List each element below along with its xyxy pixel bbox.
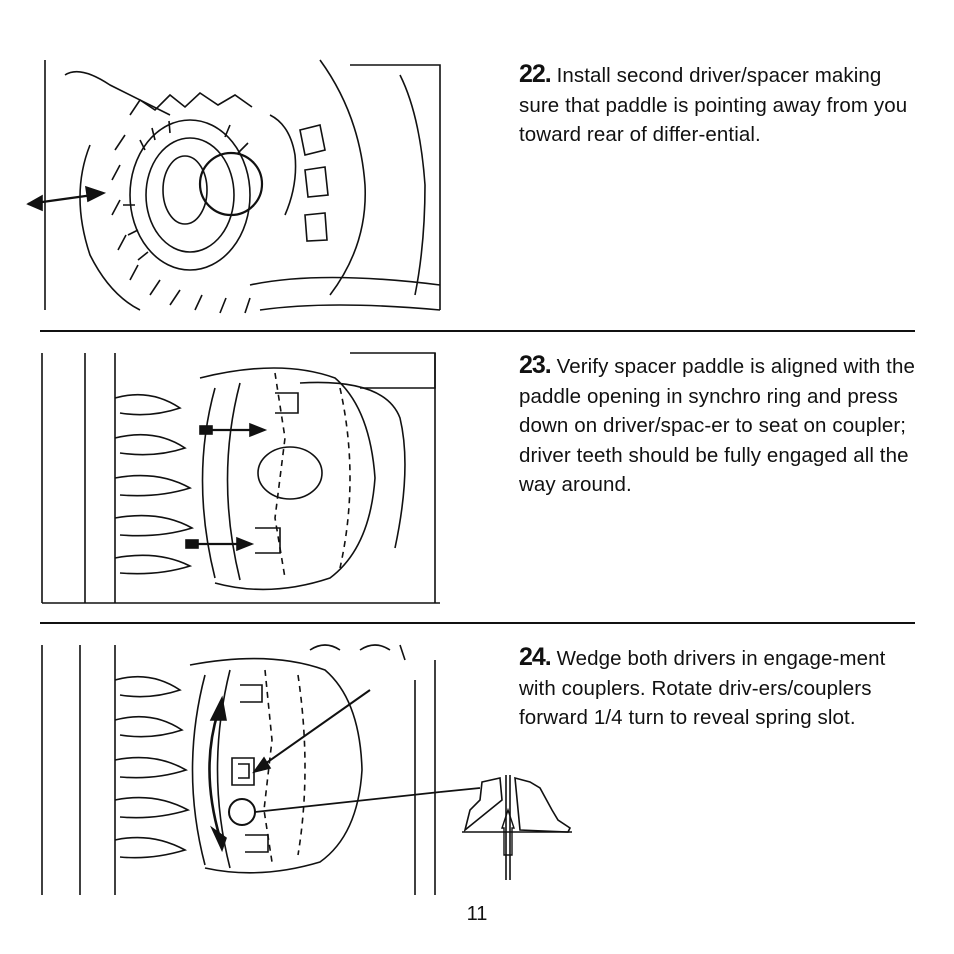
arrow-icon bbox=[26, 185, 107, 212]
arrow-icon bbox=[185, 536, 255, 552]
page-number: 11 bbox=[466, 903, 488, 925]
step-number: 22. bbox=[519, 60, 552, 88]
ring-gear-teeth bbox=[114, 675, 191, 859]
step-number: 24. bbox=[519, 643, 552, 671]
figure-step-22 bbox=[20, 55, 445, 315]
step-22: 22. Install second driver/spacer making … bbox=[519, 60, 919, 150]
step-text: Install second driver/spacer making sure… bbox=[519, 64, 908, 146]
arrow-icon bbox=[501, 807, 515, 856]
highlight-circle bbox=[228, 798, 256, 826]
ring-gear-teeth bbox=[111, 91, 253, 314]
step-24: 24. Wedge both drivers in engage-ment wi… bbox=[519, 643, 919, 733]
step-text: Wedge both drivers in engage-ment with c… bbox=[519, 647, 886, 729]
arrow-icon bbox=[252, 689, 371, 774]
figure-step-23 bbox=[40, 348, 440, 606]
step-number: 23. bbox=[519, 351, 552, 379]
step-23: 23. Verify spacer paddle is aligned with… bbox=[519, 351, 919, 500]
figure-step-24 bbox=[40, 640, 440, 898]
highlight-circle bbox=[198, 151, 264, 217]
step-text: Verify spacer paddle is aligned with the… bbox=[519, 355, 915, 496]
rotation-arrow-icon bbox=[208, 695, 227, 853]
arrow-icon bbox=[199, 422, 268, 438]
spring-slot-detail bbox=[440, 770, 580, 885]
divider bbox=[40, 622, 915, 624]
divider bbox=[40, 330, 915, 332]
ring-gear-teeth bbox=[114, 393, 195, 575]
